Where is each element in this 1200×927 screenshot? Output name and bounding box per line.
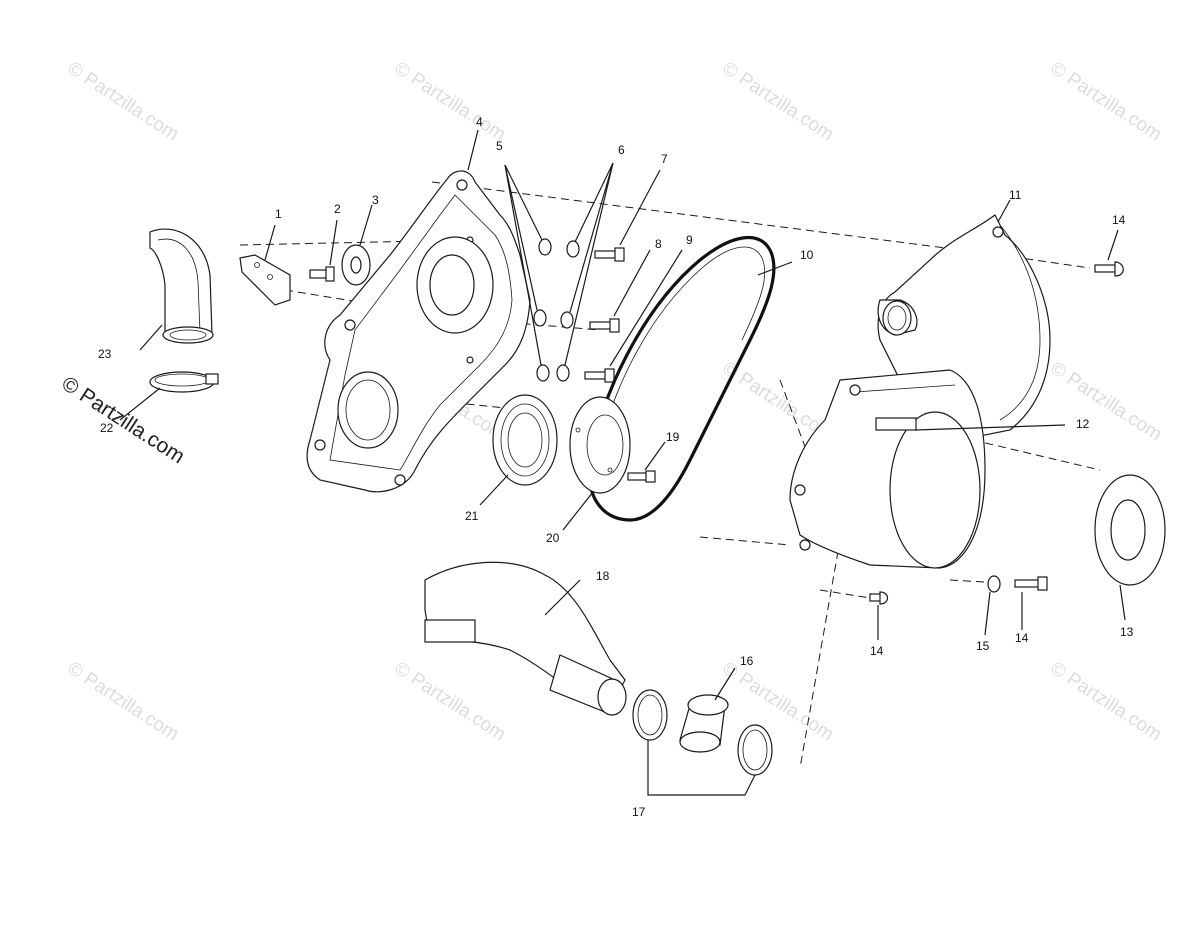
callout-6: 6: [618, 143, 625, 157]
part-17-clamps: [632, 689, 773, 796]
reference-line-7: [699, 536, 791, 546]
callout-22: 22: [100, 421, 114, 435]
reference-line-8: [959, 436, 1101, 471]
part-20-plate: [562, 396, 631, 531]
callout-4: 4: [476, 115, 483, 129]
part-14-screw-bottom: [869, 591, 889, 640]
callout-10: 10: [800, 248, 814, 262]
callout-18: 18: [596, 569, 610, 583]
callout-14: 14: [870, 644, 884, 658]
callout-23: 23: [98, 347, 112, 361]
part-2-bolt: [309, 219, 338, 282]
part-8-bolt: [589, 249, 651, 333]
part-1-bracket: [239, 224, 291, 306]
callout-8: 8: [655, 237, 662, 251]
reference-line-10: [819, 589, 871, 599]
part-18-duct: [424, 561, 627, 716]
part-16-coupler: [679, 667, 736, 753]
callout-9: 9: [686, 233, 693, 247]
part-6-washers: [556, 162, 614, 382]
callout-20: 20: [546, 531, 560, 545]
callout-17: 17: [632, 805, 646, 819]
part-22-clamp: [119, 371, 219, 421]
part-14-bolt-right: [1014, 576, 1048, 630]
part-10-belt: [587, 236, 793, 522]
callout-11: 11: [1009, 188, 1022, 202]
part-5-washers: [504, 164, 552, 382]
part-3-spacer: [341, 204, 373, 286]
part-15-washer: [984, 575, 1001, 636]
callout-5: 5: [496, 139, 503, 153]
part-19-screw: [627, 441, 666, 483]
part-7-bolt: [594, 169, 661, 262]
callout-1: 1: [275, 207, 282, 221]
part-14-screw-top: [1094, 229, 1124, 277]
callout-13: 13: [1120, 625, 1134, 639]
callout-14: 14: [1112, 213, 1126, 227]
callout-21: 21: [465, 509, 479, 523]
part-9-bolt: [584, 249, 683, 383]
callout-19: 19: [666, 430, 680, 444]
part-12-housing: [789, 369, 1066, 569]
callout-15: 15: [976, 639, 990, 653]
callout-3: 3: [372, 193, 379, 207]
part-21-seal: [479, 394, 558, 506]
callout-16: 16: [740, 654, 754, 668]
callout-12: 12: [1076, 417, 1090, 431]
part-23-intake-elbow: [139, 228, 214, 351]
part-4-inner-cover: [306, 129, 531, 493]
part-13-gasket: [1094, 474, 1166, 621]
callout-2: 2: [334, 202, 341, 216]
callout-7: 7: [661, 152, 668, 166]
callout-14: 14: [1015, 631, 1029, 645]
